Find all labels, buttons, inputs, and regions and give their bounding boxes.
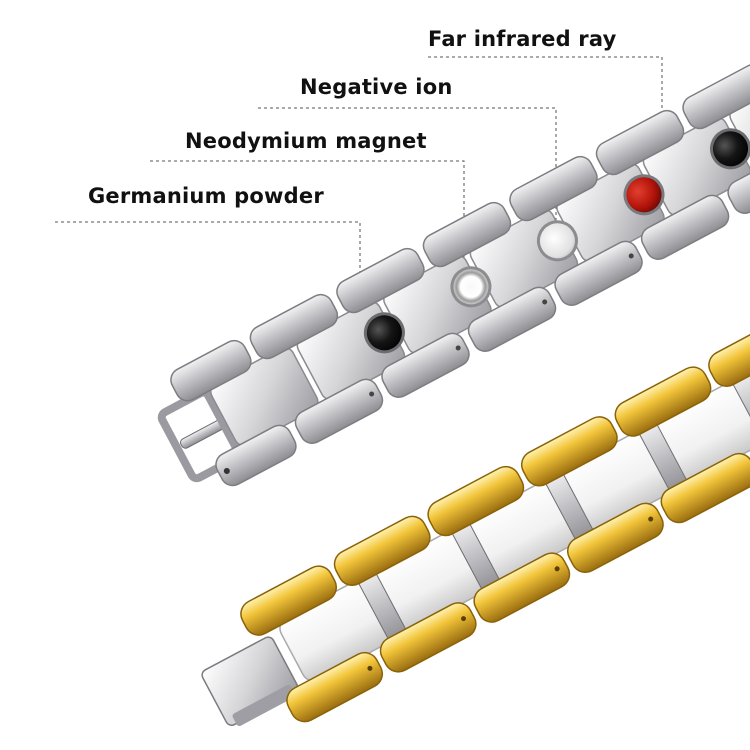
- negative-ion-stone: [536, 220, 578, 262]
- extra-black-stone: [710, 128, 750, 170]
- gold-bars-bottom: [286, 452, 750, 723]
- far-infrared-stone: [623, 174, 665, 216]
- label-germanium-powder: Germanium powder: [88, 184, 324, 208]
- silver-outer-bars-top: [170, 63, 750, 402]
- silver-bracelet: [157, 63, 750, 487]
- label-neodymium-magnet: Neodymium magnet: [185, 129, 427, 153]
- label-far-infrared-ray: Far infrared ray: [428, 27, 617, 51]
- silver-separators: [357, 371, 750, 643]
- germanium-stone: [363, 312, 405, 354]
- label-negative-ion: Negative ion: [300, 75, 453, 99]
- stones: [363, 128, 750, 354]
- gold-bars-top: [240, 316, 750, 636]
- neodymium-stone: [450, 266, 492, 308]
- leader-line-neodymium: [150, 160, 465, 280]
- gold-bracelet: [201, 316, 750, 727]
